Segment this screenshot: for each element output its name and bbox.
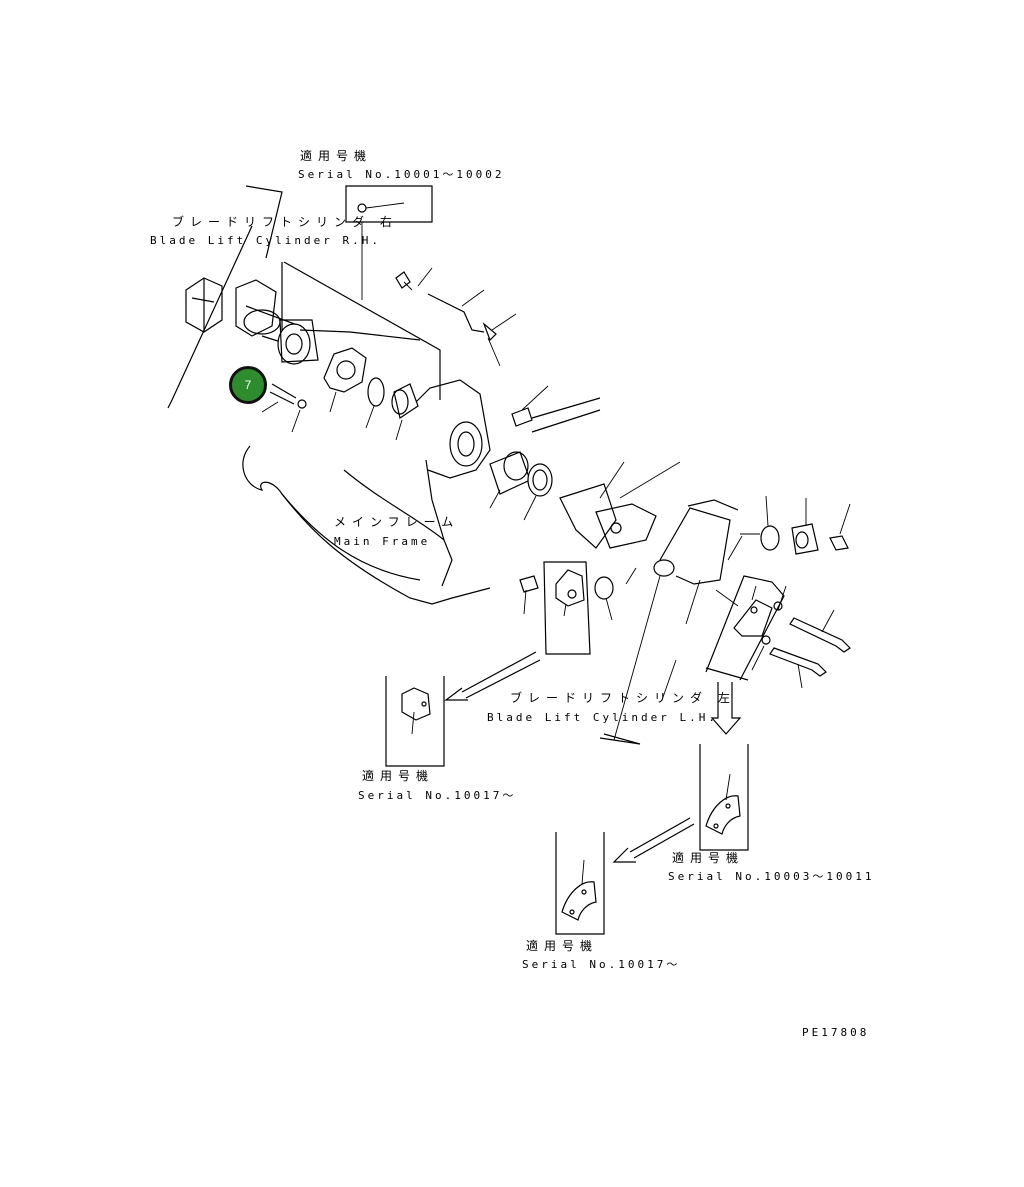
main-frame	[242, 329, 491, 605]
detail-box-right	[699, 744, 749, 851]
detail-box-bottom	[555, 832, 605, 935]
pin-and-washers	[261, 347, 419, 441]
main-frame-label: Main Frame	[334, 535, 431, 548]
serial-right-jp-label: 適用号機	[672, 851, 745, 865]
serial-bottom-label: Serial No.10017～	[522, 958, 681, 971]
bushings	[489, 451, 681, 549]
cylinder-lh-label: Blade Lift Cylinder L.H.	[487, 711, 718, 724]
cylinder-rh-jp-label: ブレードリフトシリンダ 右	[172, 215, 398, 229]
detail-box-center	[519, 561, 637, 655]
arrow-down	[710, 682, 742, 735]
serial-bottom-jp-label: 適用号機	[526, 939, 599, 953]
serial-top-jp-label: 適用号機	[300, 149, 373, 163]
part-callout-7[interactable]: 7	[229, 366, 267, 404]
cylinder-rh-label: Blade Lift Cylinder R.H.	[150, 234, 381, 247]
serial-box-top	[345, 185, 433, 300]
detail-box-left	[385, 676, 445, 767]
clamp-bracket-group	[705, 575, 851, 689]
lh-cylinder-group	[599, 495, 851, 745]
main-frame-jp-label: メインフレーム	[334, 515, 460, 529]
grease-fittings	[395, 267, 601, 433]
arrow-diagonal	[612, 817, 695, 863]
drawing-code: PE17808	[802, 1026, 870, 1039]
serial-left-jp-label: 適用号機	[362, 769, 435, 783]
serial-top-label: Serial No.10001～10002	[298, 168, 505, 181]
rh-cylinder-group	[167, 185, 441, 409]
cylinder-lh-jp-label: ブレードリフトシリンダ 左	[510, 691, 736, 705]
arrow-left	[444, 651, 541, 701]
serial-left-label: Serial No.10017～	[358, 789, 517, 802]
serial-right-label: Serial No.10003～10011	[668, 870, 875, 883]
